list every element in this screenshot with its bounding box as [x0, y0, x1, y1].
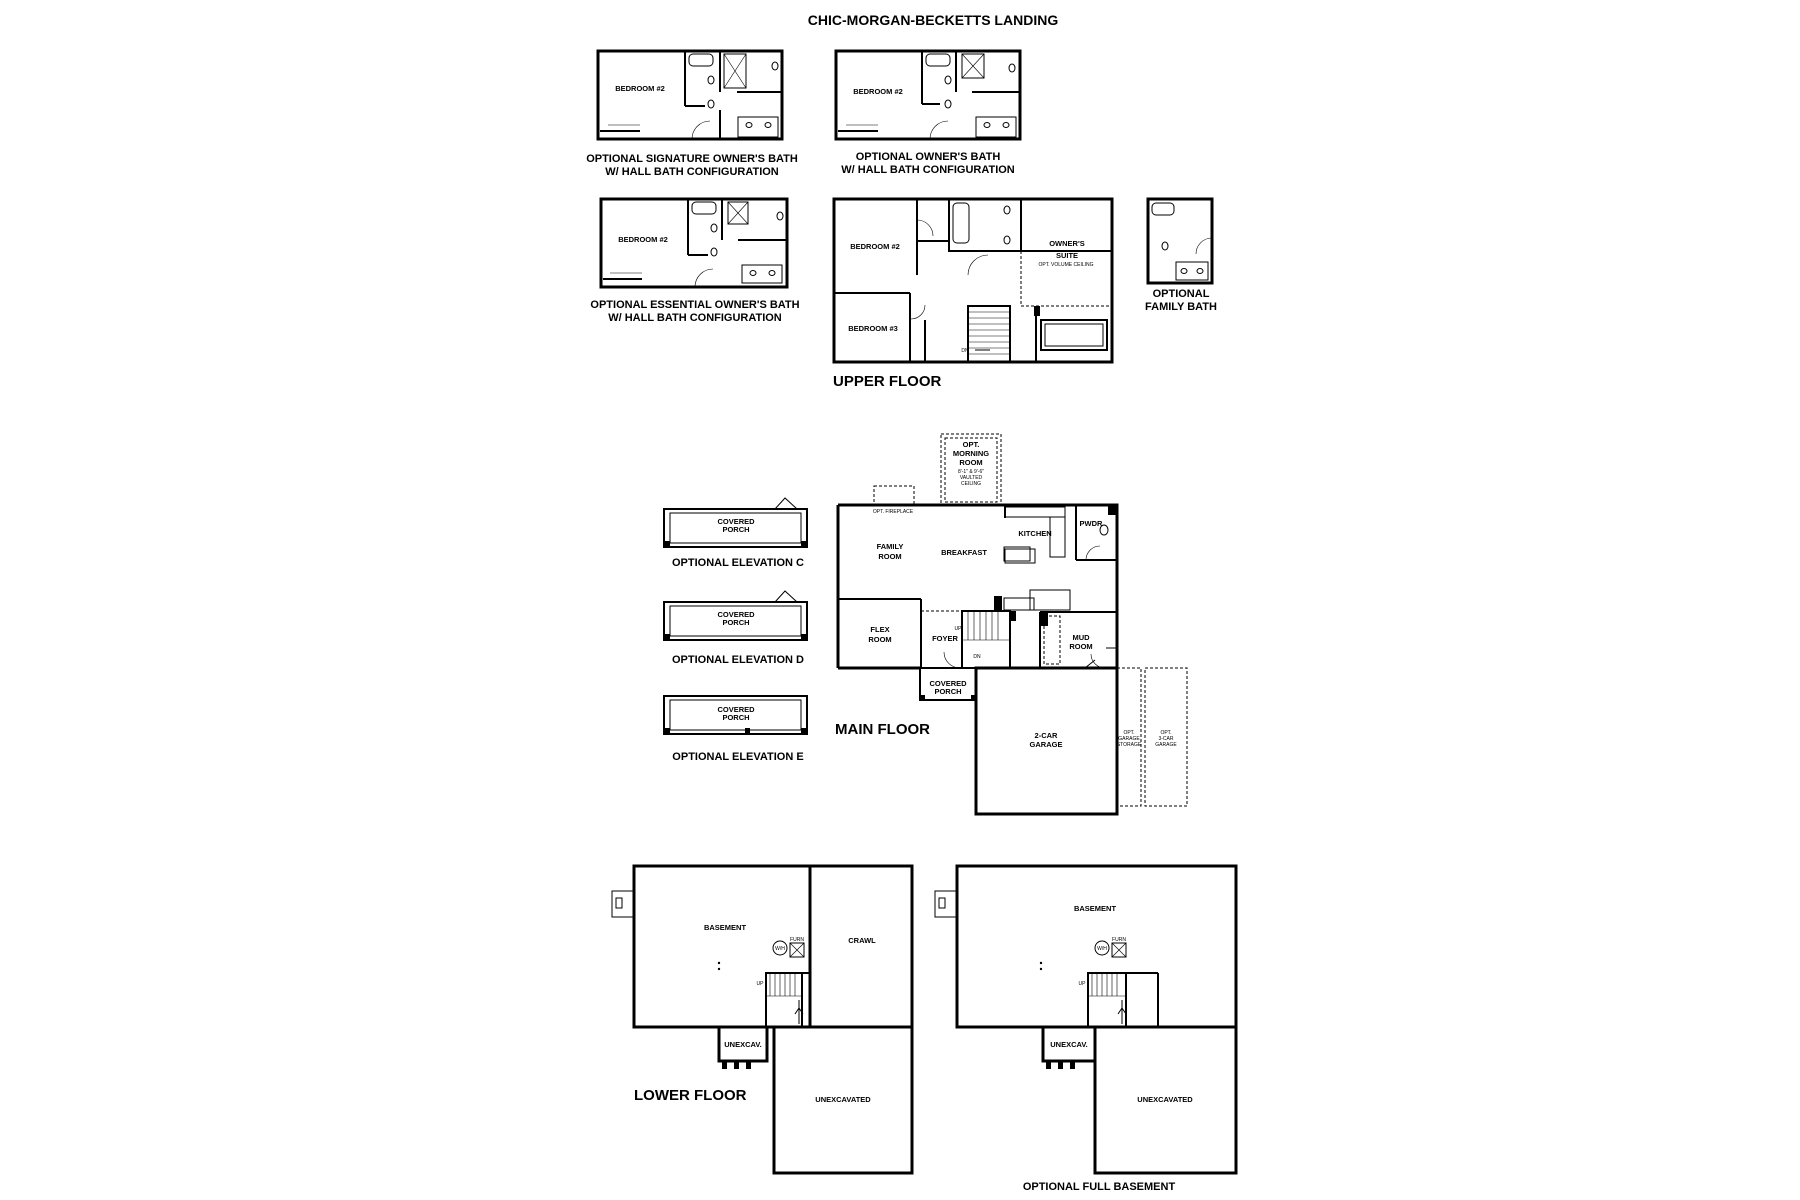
optional-family-bath-plan: [1146, 197, 1214, 285]
room-label: ROOM: [1069, 642, 1092, 651]
room-label: PORCH: [722, 525, 749, 534]
owners-bath-plan: BEDROOM #2: [834, 49, 1022, 141]
sheet-title: CHIC-MORGAN-BECKETTS LANDING: [808, 12, 1059, 28]
note-label: 8'-1" & 9'-6": [958, 469, 984, 475]
note-label: OPT. VOLUME CEILING: [1038, 262, 1093, 268]
caption-elevation-d: OPTIONAL ELEVATION D: [672, 654, 804, 666]
note-label: GARAGE: [1155, 742, 1177, 748]
upper-floor-plan: BEDROOM #2 BEDROOM #3 OWNER'S SUITE OPT.…: [832, 197, 1114, 364]
room-label: SUITE: [1056, 251, 1078, 260]
elevation-d-plan: COVERED PORCH: [663, 590, 808, 641]
note-label: OPT. FIREPLACE: [873, 509, 914, 515]
room-label: BASEMENT: [704, 923, 747, 932]
room-label: UNEXCAVATED: [1137, 1095, 1193, 1104]
note-label: W/H: [1097, 946, 1107, 952]
caption-optional-full-basement: OPTIONAL FULL BASEMENT: [1023, 1181, 1176, 1193]
main-floor-title: MAIN FLOOR: [835, 721, 930, 738]
room-label: COVERED: [929, 679, 967, 688]
room-label: OPT.: [963, 440, 980, 449]
caption-owners-line2: W/ HALL BATH CONFIGURATION: [841, 164, 1015, 176]
room-label: ROOM: [868, 635, 891, 644]
room-label: BREAKFAST: [941, 548, 987, 557]
note-label: VAULTED: [960, 475, 983, 481]
room-label: PORCH: [934, 687, 961, 696]
room-label: KITCHEN: [1018, 529, 1051, 538]
room-label: COVERED: [717, 610, 755, 619]
room-label: BEDROOM #2: [853, 87, 903, 96]
note-label: FURN: [1112, 937, 1126, 943]
note-label: UP: [1079, 981, 1087, 987]
room-label: ROOM: [959, 458, 982, 467]
note-label: W/H: [775, 946, 785, 952]
room-label: PWDR: [1080, 519, 1103, 528]
room-label: BEDROOM #3: [848, 324, 898, 333]
room-label: MORNING: [953, 449, 989, 458]
room-label: CRAWL: [848, 936, 876, 945]
room-label: UNEXCAVATED: [815, 1095, 871, 1104]
lower-floor-title: LOWER FLOOR: [634, 1087, 747, 1104]
note-label: DN: [961, 348, 969, 354]
note-label: FURN: [790, 937, 804, 943]
note-label: 3-CAR: [1158, 736, 1173, 742]
room-label: UNEXCAV.: [724, 1040, 762, 1049]
upper-floor-title: UPPER FLOOR: [833, 373, 942, 390]
optional-full-basement-plan: W/H FURN UP BASEMENT UNEXCAV. UNEXCAVATE…: [934, 864, 1238, 1175]
room-label: 2-CAR: [1035, 731, 1059, 740]
room-label: ROOM: [878, 552, 901, 561]
room-label: COVERED: [717, 705, 755, 714]
room-label: BEDROOM #2: [850, 242, 900, 251]
room-label: BEDROOM #2: [615, 84, 665, 93]
room-label: GARAGE: [1030, 740, 1063, 749]
room-label: PORCH: [722, 618, 749, 627]
caption-family-bath-line2: FAMILY BATH: [1145, 301, 1217, 313]
caption-family-bath-line1: OPTIONAL: [1153, 288, 1210, 300]
room-label: BASEMENT: [1074, 904, 1117, 913]
room-label: UNEXCAV.: [1050, 1040, 1088, 1049]
room-label: FOYER: [932, 634, 958, 643]
caption-elevation-c: OPTIONAL ELEVATION C: [672, 557, 804, 569]
caption-signature-line1: OPTIONAL SIGNATURE OWNER'S BATH: [586, 153, 798, 165]
caption-elevation-e: OPTIONAL ELEVATION E: [672, 751, 803, 763]
note-label: UP: [955, 626, 963, 632]
caption-owners-line1: OPTIONAL OWNER'S BATH: [856, 151, 1001, 163]
caption-signature-line2: W/ HALL BATH CONFIGURATION: [605, 166, 779, 178]
note-label: DN: [973, 654, 981, 660]
room-label: FAMILY: [877, 542, 904, 551]
elevation-e-plan: COVERED PORCH: [663, 695, 808, 735]
note-label: OPT.: [1160, 730, 1171, 736]
essential-owners-bath-plan: BEDROOM #2: [599, 197, 789, 289]
main-floor-plan: OPT. MORNING ROOM 8'-1" & 9'-6" VAULTED …: [836, 433, 1188, 816]
caption-essential-line2: W/ HALL BATH CONFIGURATION: [608, 312, 782, 324]
note-label: STORAGE: [1117, 742, 1142, 748]
note-label: GARAGE: [1118, 736, 1140, 742]
lower-floor-plan: W/H FURN UP BASEMENT CRAWL UNEXCAV. UNEX…: [611, 864, 914, 1175]
note-label: UP: [757, 981, 765, 987]
elevation-c-plan: COVERED PORCH: [663, 497, 808, 548]
room-label: OWNER'S: [1049, 239, 1085, 248]
room-label: BEDROOM #2: [618, 235, 668, 244]
room-label: PORCH: [722, 713, 749, 722]
room-label: FLEX: [870, 625, 889, 634]
caption-essential-line1: OPTIONAL ESSENTIAL OWNER'S BATH: [590, 299, 799, 311]
room-label: COVERED: [717, 517, 755, 526]
note-label: CEILING: [961, 481, 981, 487]
note-label: OPT.: [1123, 730, 1134, 736]
signature-owners-bath-plan: BEDROOM #2: [596, 49, 784, 141]
room-label: MUD: [1072, 633, 1090, 642]
